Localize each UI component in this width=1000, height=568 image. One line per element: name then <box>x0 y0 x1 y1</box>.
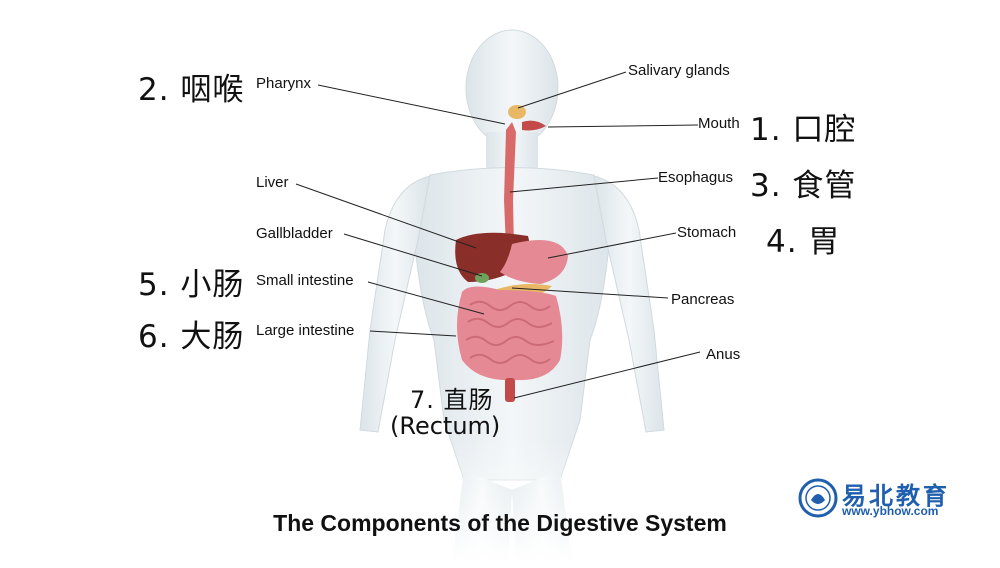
liver-leader-line <box>295 183 477 249</box>
label-pharynx: Pharynx <box>256 75 312 92</box>
label-mouth: Mouth <box>698 115 740 132</box>
gallbladder-leader-line <box>343 233 483 277</box>
salivary-gland-shape <box>508 105 526 119</box>
label-small-intestine: Small intestine <box>256 272 354 289</box>
diagram-title: The Components of the Digestive System <box>273 510 727 536</box>
logo-emblem-icon <box>798 478 838 518</box>
label-salivary-glands: Salivary glands <box>628 62 730 79</box>
label-rectum-english: (Rectum) <box>390 412 501 440</box>
cn-label-pharynx: 2. 咽喉 <box>138 72 245 108</box>
cn-label-stomach: 4. 胃 <box>766 224 841 260</box>
pharynx-leader-line <box>317 84 506 125</box>
mouth-shape <box>522 120 546 131</box>
esophagus-leader-line <box>509 177 659 193</box>
stomach-shape <box>500 240 568 284</box>
intestine-coils <box>465 300 555 364</box>
mouth-leader-line <box>547 124 699 128</box>
esophagus-shape <box>504 122 516 248</box>
anus-leader-line <box>513 351 701 399</box>
cn-label-large-intestine: 6. 大肠 <box>138 319 245 355</box>
stomach-leader-line <box>547 232 677 259</box>
label-anus: Anus <box>706 346 741 363</box>
brand-logo: 易北教育 www.ybhow.com <box>798 476 978 520</box>
salivary-leader-line <box>517 71 627 109</box>
label-gallbladder: Gallbladder <box>256 225 333 242</box>
label-pancreas: Pancreas <box>671 291 735 308</box>
pancreas-leader-line <box>511 287 669 299</box>
rectum-shape <box>505 378 515 402</box>
logo-url-text: www.ybhow.com <box>842 504 939 518</box>
label-liver: Liver <box>256 174 289 191</box>
cn-label-mouth: 1. 口腔 <box>750 112 857 148</box>
gallbladder-shape <box>475 273 489 283</box>
body-fade <box>340 440 680 563</box>
large-intestine-leader-line <box>369 330 457 337</box>
cn-label-small-intestine: 5. 小肠 <box>138 267 245 303</box>
label-stomach: Stomach <box>677 224 737 241</box>
label-esophagus: Esophagus <box>658 169 734 186</box>
logo-brand-text: 易北教育 <box>842 482 950 510</box>
leader-lines <box>295 71 701 399</box>
digestive-organs <box>455 105 568 402</box>
label-large-intestine: Large intestine <box>256 322 355 339</box>
cn-label-esophagus: 3. 食管 <box>750 168 857 204</box>
small-intestine-leader-line <box>367 281 485 315</box>
intestines-shape <box>457 286 563 381</box>
cn-label-rectum: 7. 直肠 <box>410 386 494 414</box>
